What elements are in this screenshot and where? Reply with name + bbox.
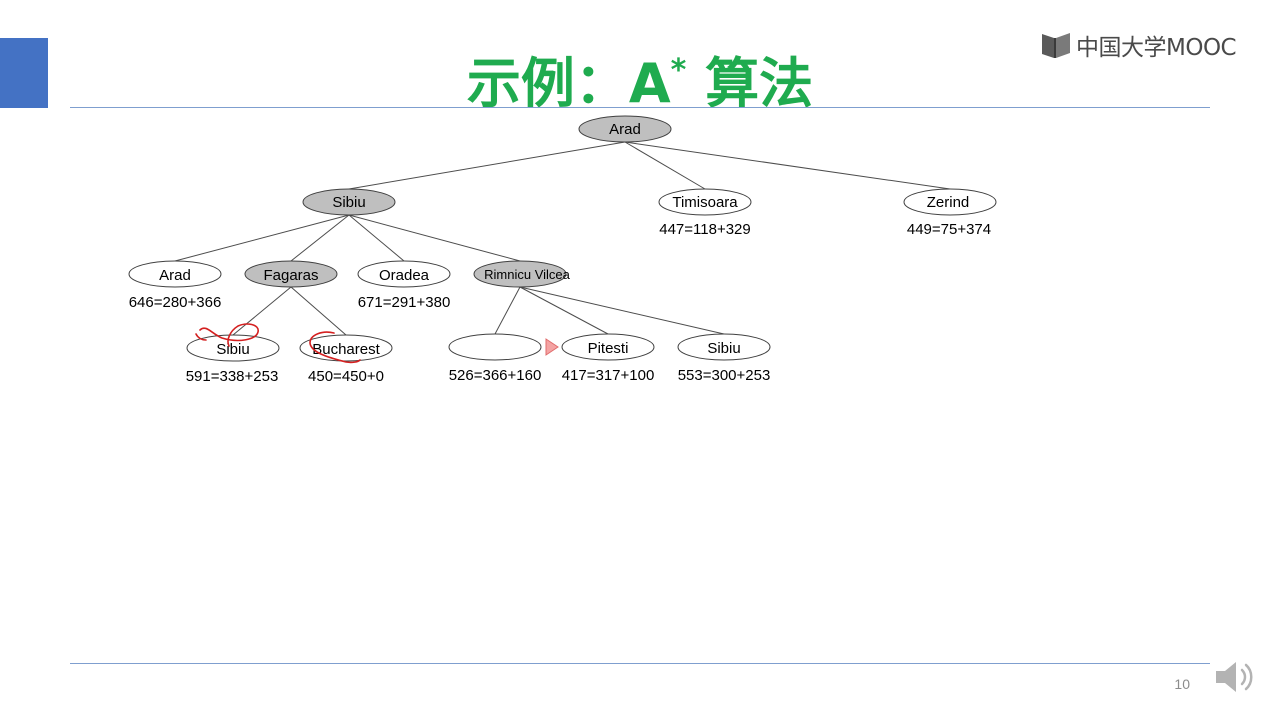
node-label: Fagaras bbox=[263, 267, 318, 284]
book-logo-icon bbox=[1042, 33, 1070, 58]
tree-edges bbox=[174, 141, 951, 336]
edge-fagaras-bucharest bbox=[290, 286, 347, 336]
node-sibiu: Sibiu bbox=[302, 188, 396, 216]
pointer-arrow-icon bbox=[545, 338, 559, 356]
node-label: Arad bbox=[159, 267, 191, 284]
edge-fagaras-sibiu bbox=[232, 286, 292, 336]
node-label: Sibiu bbox=[332, 194, 365, 211]
node-label: Sibiu bbox=[216, 341, 249, 358]
node-label: Timisoara bbox=[672, 194, 738, 211]
edge-rimnicu-unnamed bbox=[494, 286, 521, 335]
strike-mark-sibiu bbox=[199, 323, 259, 347]
node-label: Zerind bbox=[927, 194, 970, 211]
slide-title: 示例：A* 算法 bbox=[0, 36, 1280, 119]
edge-arad-zerind bbox=[624, 141, 951, 190]
accent-block bbox=[0, 38, 48, 108]
node-ellipse bbox=[244, 260, 338, 288]
node-arad-root: Arad bbox=[578, 115, 672, 143]
node-oradea: Oradea 671=291+380 bbox=[357, 260, 451, 311]
node-ellipse bbox=[578, 115, 672, 143]
node-label: Bucharest bbox=[312, 341, 380, 358]
node-ellipse bbox=[903, 188, 997, 216]
edge-sibiu-fagaras bbox=[290, 214, 350, 262]
edge-arad-sibiu bbox=[348, 141, 626, 190]
top-divider bbox=[70, 107, 1210, 108]
title-end: 算法 bbox=[686, 52, 814, 115]
node-ellipse bbox=[473, 260, 567, 288]
handwritten-annotations bbox=[195, 323, 361, 364]
node-ellipse bbox=[302, 188, 396, 216]
node-sibiu-2: Sibiu 591=338+253 bbox=[186, 334, 280, 385]
edge-arad-timisoara bbox=[624, 141, 706, 190]
f-value: 671=291+380 bbox=[358, 294, 451, 311]
node-zerind: Zerind 449=75+374 bbox=[903, 188, 997, 238]
node-ellipse bbox=[677, 333, 771, 361]
node-arad-2: Arad 646=280+366 bbox=[128, 260, 222, 311]
node-label: Rimnicu Vilcea bbox=[484, 267, 571, 282]
speaker-icon[interactable] bbox=[1212, 654, 1258, 700]
node-ellipse bbox=[448, 333, 542, 361]
node-fagaras: Fagaras bbox=[244, 260, 338, 288]
edge-sibiu-rimnicu bbox=[348, 214, 521, 262]
node-label: Pitesti bbox=[588, 340, 629, 357]
node-label: Oradea bbox=[379, 267, 430, 284]
f-value: 553=300+253 bbox=[678, 367, 771, 384]
edge-sibiu-oradea bbox=[348, 214, 405, 262]
node-ellipse bbox=[561, 333, 655, 361]
node-label: Arad bbox=[609, 121, 641, 138]
f-value: 646=280+366 bbox=[129, 294, 222, 311]
f-value: 591=338+253 bbox=[186, 368, 279, 385]
f-value: 450=450+0 bbox=[308, 368, 384, 385]
edge-sibiu-arad bbox=[174, 214, 350, 262]
page-number: 10 bbox=[1174, 676, 1190, 692]
f-value: 449=75+374 bbox=[907, 221, 991, 238]
f-value: 417=317+100 bbox=[562, 367, 655, 384]
node-label: Sibiu bbox=[707, 340, 740, 357]
title-main: 示例：A bbox=[466, 52, 671, 115]
edge-rimnicu-pitesti bbox=[519, 286, 609, 335]
node-unnamed: 526=366+160 bbox=[448, 333, 542, 384]
node-bucharest: Bucharest 450=450+0 bbox=[299, 334, 393, 385]
node-ellipse bbox=[357, 260, 451, 288]
strike-mark-bucharest bbox=[309, 331, 361, 364]
node-rimnicu-vilcea: Rimnicu Vilcea bbox=[473, 260, 571, 288]
node-sibiu-3: Sibiu 553=300+253 bbox=[677, 333, 771, 384]
bottom-divider bbox=[70, 663, 1210, 664]
edge-rimnicu-sibiu bbox=[519, 286, 725, 335]
logo-text: 中国大学MOOC bbox=[1076, 35, 1237, 61]
node-ellipse bbox=[128, 260, 222, 288]
node-ellipse bbox=[186, 334, 280, 362]
strike-mark-sibiu-tail bbox=[195, 333, 207, 341]
f-value: 526=366+160 bbox=[449, 367, 542, 384]
node-ellipse bbox=[658, 188, 752, 216]
node-timisoara: Timisoara 447=118+329 bbox=[658, 188, 752, 238]
title-superscript: * bbox=[670, 53, 687, 88]
f-value: 447=118+329 bbox=[659, 221, 751, 238]
mooc-logo: 中国大学MOOC bbox=[1040, 28, 1237, 62]
node-pitesti: Pitesti 417=317+100 bbox=[561, 333, 655, 384]
